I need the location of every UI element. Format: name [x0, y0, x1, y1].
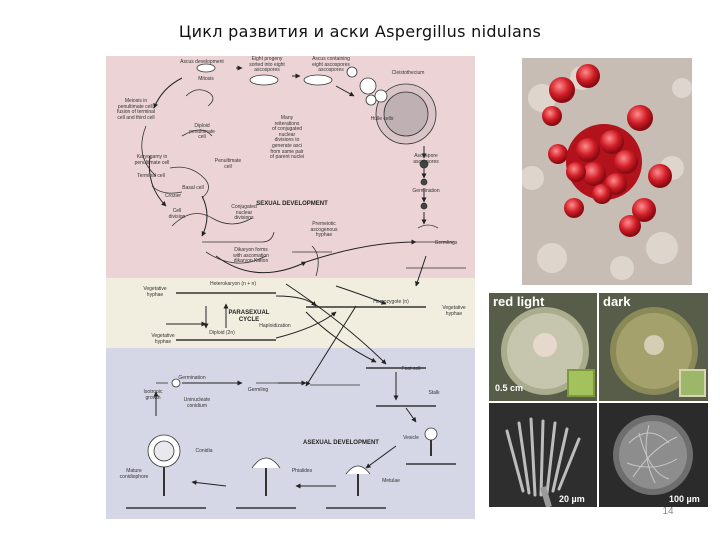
diagram-label: Terminal cell [137, 173, 165, 179]
diagram-label: Foot cell [401, 366, 421, 372]
diagram-label: Penultimate cell [214, 158, 242, 170]
diagram-label: Ascospore ascospores [413, 153, 439, 165]
page-number: 14 [662, 506, 674, 517]
diagram-label: Mitosis [198, 76, 214, 82]
diagram-label: Conjugated nuclear divisions [231, 204, 257, 222]
dark-colony-photo: dark [599, 293, 708, 401]
diagram-label: Haploidization [259, 323, 291, 329]
slide-title: Цикл развития и аски Aspergillus nidulan… [178, 22, 542, 41]
life-cycle-diagram: SEXUAL DEVELOPMENT PARASEXUAL CYCLE ASEX… [106, 56, 475, 519]
asexual-development-heading: ASEXUAL DEVELOPMENT [303, 440, 379, 446]
diagram-label: Metulae [382, 478, 400, 484]
diagram-label: Uninucleate conidium [183, 397, 211, 409]
diagram-label: Dikaryon forms with ascomation dikaryon … [233, 247, 269, 265]
diagram-label: Meiosis in penultimate cell, fusion of t… [116, 98, 156, 121]
diagram-label: Phialides [291, 468, 313, 474]
diagram-label: Homozygote (n) [373, 299, 409, 305]
parasexual-cycle-panel [106, 278, 475, 348]
diagram-label: Diploid penultimate cell [189, 123, 215, 141]
diagram-label: Basal cell [182, 185, 204, 191]
diagram-label: Heterokaryon (n + n) [210, 281, 256, 287]
diagram-label: Hülle cells [370, 116, 394, 122]
asexual-development-panel [106, 348, 475, 519]
diagram-label: Vegetative hyphae [442, 305, 466, 317]
diagram-label: Germling [247, 387, 269, 393]
diagram-label: Germination [178, 375, 206, 381]
sem-conidiophore-photo: 20 µm [489, 403, 597, 507]
diagram-label: Many reiterations of conjugated nuclear … [269, 115, 305, 161]
diagram-label: Conidia [195, 448, 213, 454]
diagram-label: Vegetative hyphae [151, 333, 175, 345]
diagram-label: Vesicle [403, 435, 419, 441]
diagram-label: Karyogamy in penultimate cell [134, 154, 170, 166]
diagram-label: Premeiotic ascogenous hyphae [310, 221, 338, 239]
sem-cleistothecium-photo: 100 µm [599, 403, 708, 507]
red-light-colony-photo: red light 0.5 cm [489, 293, 597, 401]
diagram-label: Ascus development [180, 59, 224, 65]
diagram-label: Crozier [164, 193, 182, 199]
diagram-label: Germination [412, 188, 440, 194]
diagram-label: Mature conidiophore [119, 468, 149, 480]
diagram-label: Germlings [434, 240, 458, 246]
diagram-label: Cleistothecium [391, 70, 425, 76]
diagram-drawings [126, 63, 466, 509]
scale-bar-20um: 20 µm [559, 494, 585, 504]
scale-bar-05cm: 0.5 cm [495, 383, 524, 393]
dark-label: dark [603, 294, 631, 309]
scale-bar-100um: 100 µm [669, 494, 700, 504]
cleistothecium-photo [522, 58, 692, 285]
diagram-label: Eight progeny sorted into eight ascospor… [249, 56, 285, 74]
diagram-label: Isotropic growth [143, 389, 163, 401]
diagram-label: Ascus containing eight ascospores ascosp… [312, 56, 350, 74]
diagram-label: Cell division [168, 208, 186, 220]
sexual-development-heading: SEXUAL DEVELOPMENT [256, 201, 328, 207]
parasexual-cycle-heading: PARASEXUAL CYCLE [228, 310, 270, 323]
red-light-label: red light [493, 294, 545, 309]
diagram-label: Stalk [428, 390, 440, 396]
diagram-label: Vegetative hyphae [143, 286, 167, 298]
cleistothecium-image [522, 58, 692, 285]
diagram-label: Diploid (2n) [209, 330, 235, 336]
